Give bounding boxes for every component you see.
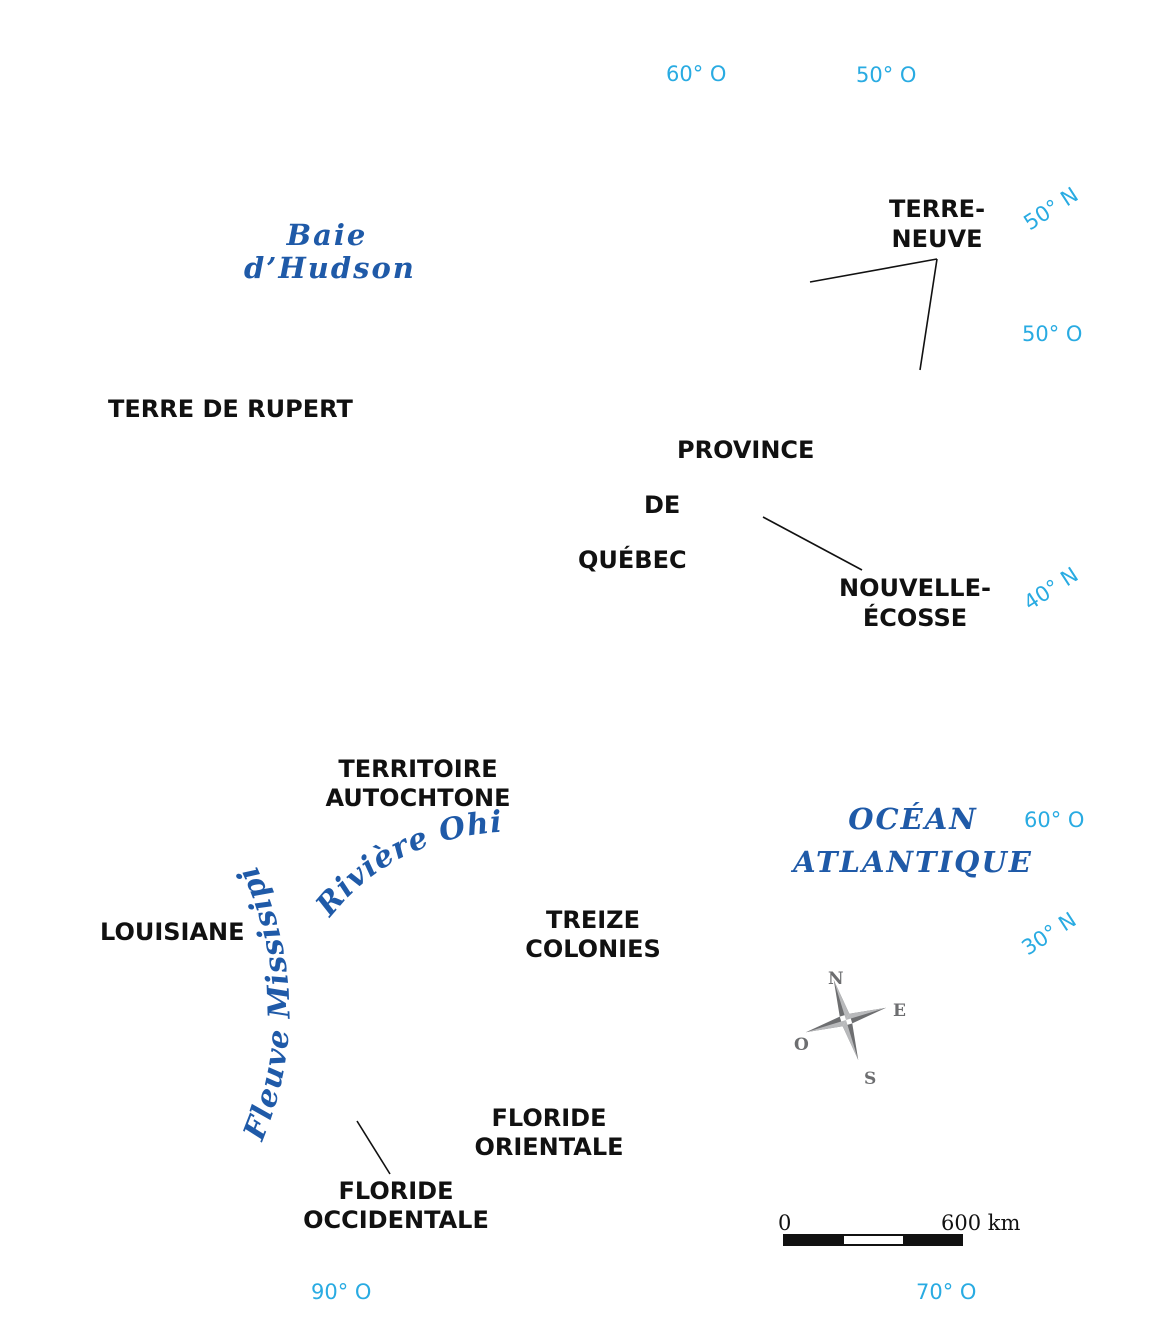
terre-neuve-leader-left [809,258,938,283]
compass-west-point [805,1016,843,1033]
ohio-river-label: Rivière Ohio [0,0,504,924]
region-floride-occidentale: FLORIDE OCCIDENTALE [303,1177,489,1234]
longitude-label-right-50o: 50° O [1022,322,1083,346]
longitude-label-top-60o: 60° O [666,62,727,86]
compass-label-o: O [794,1035,809,1055]
region-nouvelle-ecosse: NOUVELLE- ÉCOSSE [839,574,991,632]
scale-label-start: 0 [778,1211,792,1235]
compass-label-n: N [828,969,844,989]
compass-label-s: S [864,1069,876,1089]
longitude-label-right-60o: 60° O [1024,808,1085,832]
longitude-label-bottom-70o: 70° O [916,1280,977,1304]
region-terre-neuve: TERRE- NEUVE [888,195,986,253]
terre-neuve-leader-down [919,258,938,371]
scale-label-end: 600 km [941,1211,1021,1235]
region-quebec: QUÉBEC [578,546,687,574]
nouvelle-ecosse-leader [762,516,863,571]
longitude-label-top-50o: 50° O [856,63,917,87]
compass-east-point [849,1007,887,1024]
floride-occidentale-leader [356,1120,391,1175]
region-treize-colonies: TREIZE COLONIES [525,906,661,963]
region-province: PROVINCE [677,436,815,464]
region-territoire-autochtone: TERRITOIRE AUTOCHTONE [325,755,511,812]
region-louisiane: LOUISIANE [100,918,245,946]
region-terre-de-rupert: TERRE DE RUPERT [108,395,353,423]
longitude-label-bottom-90o: 90° O [311,1280,372,1304]
compass-label-e: E [893,1001,906,1021]
compass-rose: N E S O [794,969,906,1089]
hudson-bay-label: Baie d’Hudson [244,218,416,285]
region-de: DE [644,491,681,519]
region-floride-orientale: FLORIDE ORIENTALE [474,1104,624,1161]
atlantic-ocean-label: OCÉAN ATLANTIQUE [793,802,1033,879]
scale-bar [783,1234,963,1246]
mississippi-river-label: Fleuve Missisipi [231,860,298,1145]
